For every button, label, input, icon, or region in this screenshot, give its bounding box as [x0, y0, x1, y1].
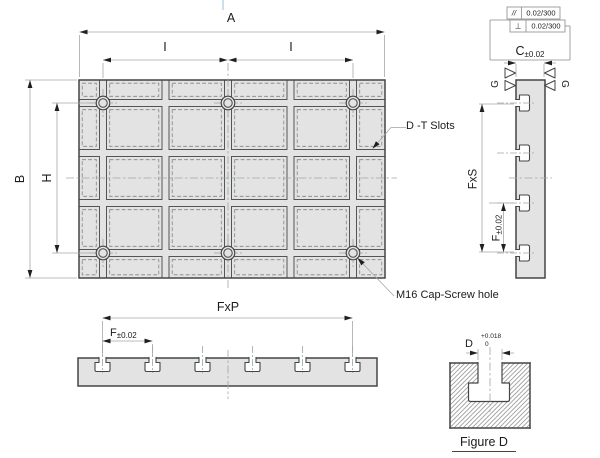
t-slots-callout: D -T Slots	[406, 120, 455, 132]
dim-f-front-label: F±0.02	[110, 327, 137, 340]
grind-mark-right-label: G	[559, 80, 570, 88]
dim-a-label: A	[226, 10, 236, 25]
perpendicularity-symbol: ⊥	[514, 21, 522, 31]
dim-c-tolerance: ±0.02	[524, 49, 545, 59]
dim-f-front-tolerance: ±0.02	[116, 330, 137, 340]
dim-i-left-label: I	[163, 39, 167, 54]
dim-f-front-main: F	[110, 327, 117, 339]
dim-i-right-label: I	[289, 39, 293, 54]
dim-d-label: D	[465, 338, 473, 350]
dim-b-label: B	[12, 174, 27, 184]
dim-d-tolerance-upper: +0.018	[481, 333, 502, 340]
dim-c-label: C±0.02	[516, 45, 545, 58]
dim-d-tolerance-lower: 0	[485, 341, 489, 348]
perpendicularity-tolerance-value: 0.02/300	[531, 21, 561, 31]
dim-h-label: H	[39, 173, 54, 183]
dim-c-main: C	[515, 43, 525, 58]
cap-screw-callout: M16 Cap-Screw hole	[396, 289, 499, 301]
dim-f-side-tolerance: ±0.02	[494, 214, 503, 235]
dim-f-side-label: F±0.02	[490, 214, 504, 242]
dim-f-side-main: F	[490, 234, 503, 242]
dim-fxp-label: FxP	[216, 299, 240, 314]
parallelism-tolerance-value: 0.02/300	[526, 8, 556, 18]
figure-d-caption: Figure D	[460, 434, 508, 449]
grind-mark-left-label: G	[490, 80, 501, 88]
parallelism-symbol: //	[511, 8, 517, 18]
dim-fxs-label: FxS	[467, 168, 480, 190]
